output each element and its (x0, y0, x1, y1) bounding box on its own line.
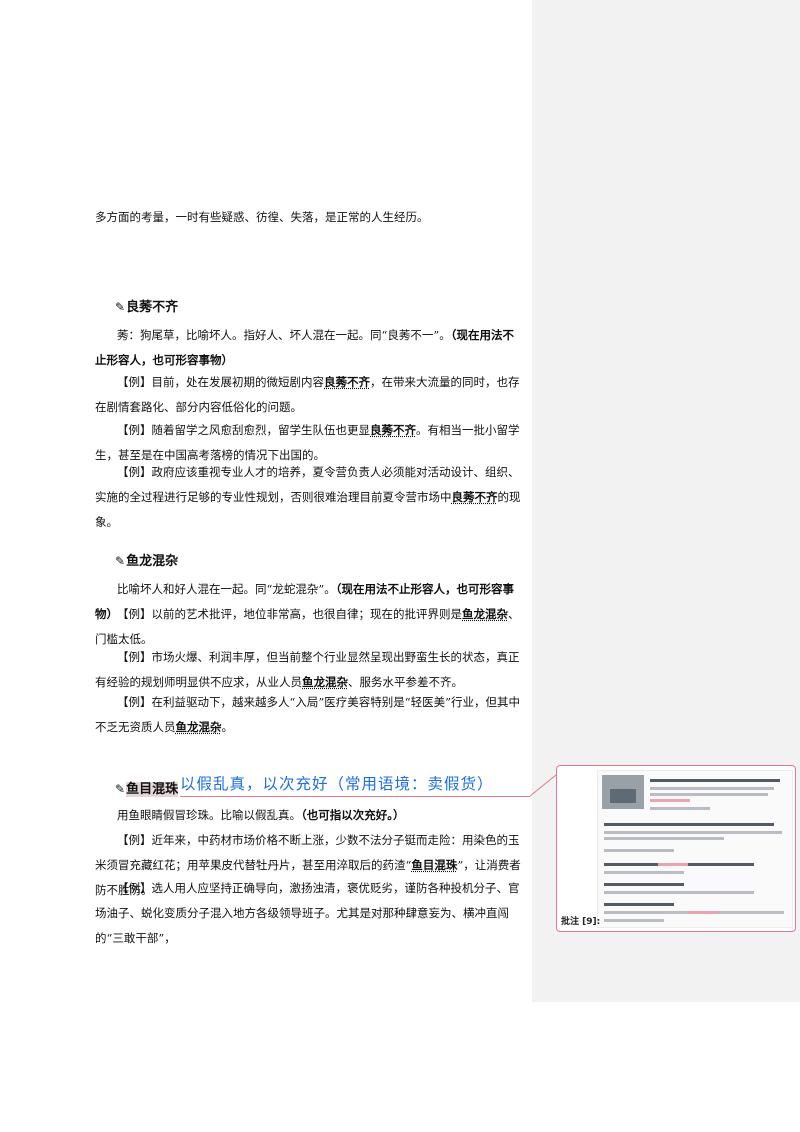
intro-line: 多方面的考量，一时有些疑惑、彷徨、失落，是正常的人生经历。 (95, 210, 429, 224)
example-yumu-1: 【例】近年来，中药材市场价格不断上涨，少数不法分子铤而走险：用染色的玉米须冒充藏… (95, 833, 521, 897)
example-liangyou-3: 【例】政府应该重视专业人才的培养，夏令营负责人必须能对活动设计、组织、实施的全过… (95, 465, 521, 529)
definition-yulong: 比喻坏人和好人混在一起。同“龙蛇混杂”。（现在用法不止形容人，也可形容事物） (95, 582, 515, 621)
example-yulong-2: 【例】市场火爆、利润丰厚，但当前整个行业显然呈现出野蛮生长的状态，真正有经验的规… (95, 650, 520, 689)
comment-screenshot-image (597, 770, 793, 928)
example-liangyou-1: 【例】目前，处在发展初期的微短剧内容良莠不齐，在带来大流量的同时，也存在剧情套路… (95, 375, 520, 414)
example-yulong-3: 【例】在利益驱动下，越来越多人“入局”医疗美容特别是“轻医美”行业，但其中不乏无… (95, 695, 521, 734)
comment-balloon[interactable]: 批注 [9]: (556, 765, 796, 932)
definition-yumu: 用鱼眼睛假冒珍珠。比喻以假乱真。（也可指以次充好。） (117, 808, 405, 822)
document-page: 多方面的考量，一时有些疑惑、彷徨、失落，是正常的人生经历。 ✎良莠不齐 莠：狗尾… (95, 210, 521, 945)
pencil-icon: ✎ (115, 782, 126, 796)
definition-liangyou: 莠：狗尾草，比喻坏人。指好人、坏人混在一起。同“良莠不一”。（现在用法不止形容人… (95, 328, 515, 367)
section-title-liangyou: ✎良莠不齐 (115, 297, 178, 318)
section-title-yumu: ✎鱼目混珠 (115, 779, 179, 800)
thumbnail-photo (602, 775, 644, 809)
pencil-icon: ✎ (115, 300, 126, 314)
comment-label: 批注 [9]: (561, 917, 601, 927)
annotation-underline (180, 796, 530, 797)
example-liangyou-2: 【例】随着留学之风愈刮愈烈，留学生队伍也更显良莠不齐。有相当一批小留学生，甚至是… (95, 423, 520, 462)
example-yumu-2: 【例】选人用人应坚持正确导向，激扬浊清，褒优贬劣，谨防各种投机分子、官场油子、蜕… (95, 881, 520, 945)
handwritten-annotation: 以假乱真，以次充好（常用语境：卖假货） (180, 775, 494, 793)
example-yulong-1: 【例】以前的艺术批评，地位非常高，也很自律；现在的批评界则是鱼龙混杂、门槛太低。 (95, 607, 520, 646)
section-title-yulong: ✎鱼龙混杂 (115, 551, 178, 572)
pencil-icon: ✎ (115, 554, 126, 568)
